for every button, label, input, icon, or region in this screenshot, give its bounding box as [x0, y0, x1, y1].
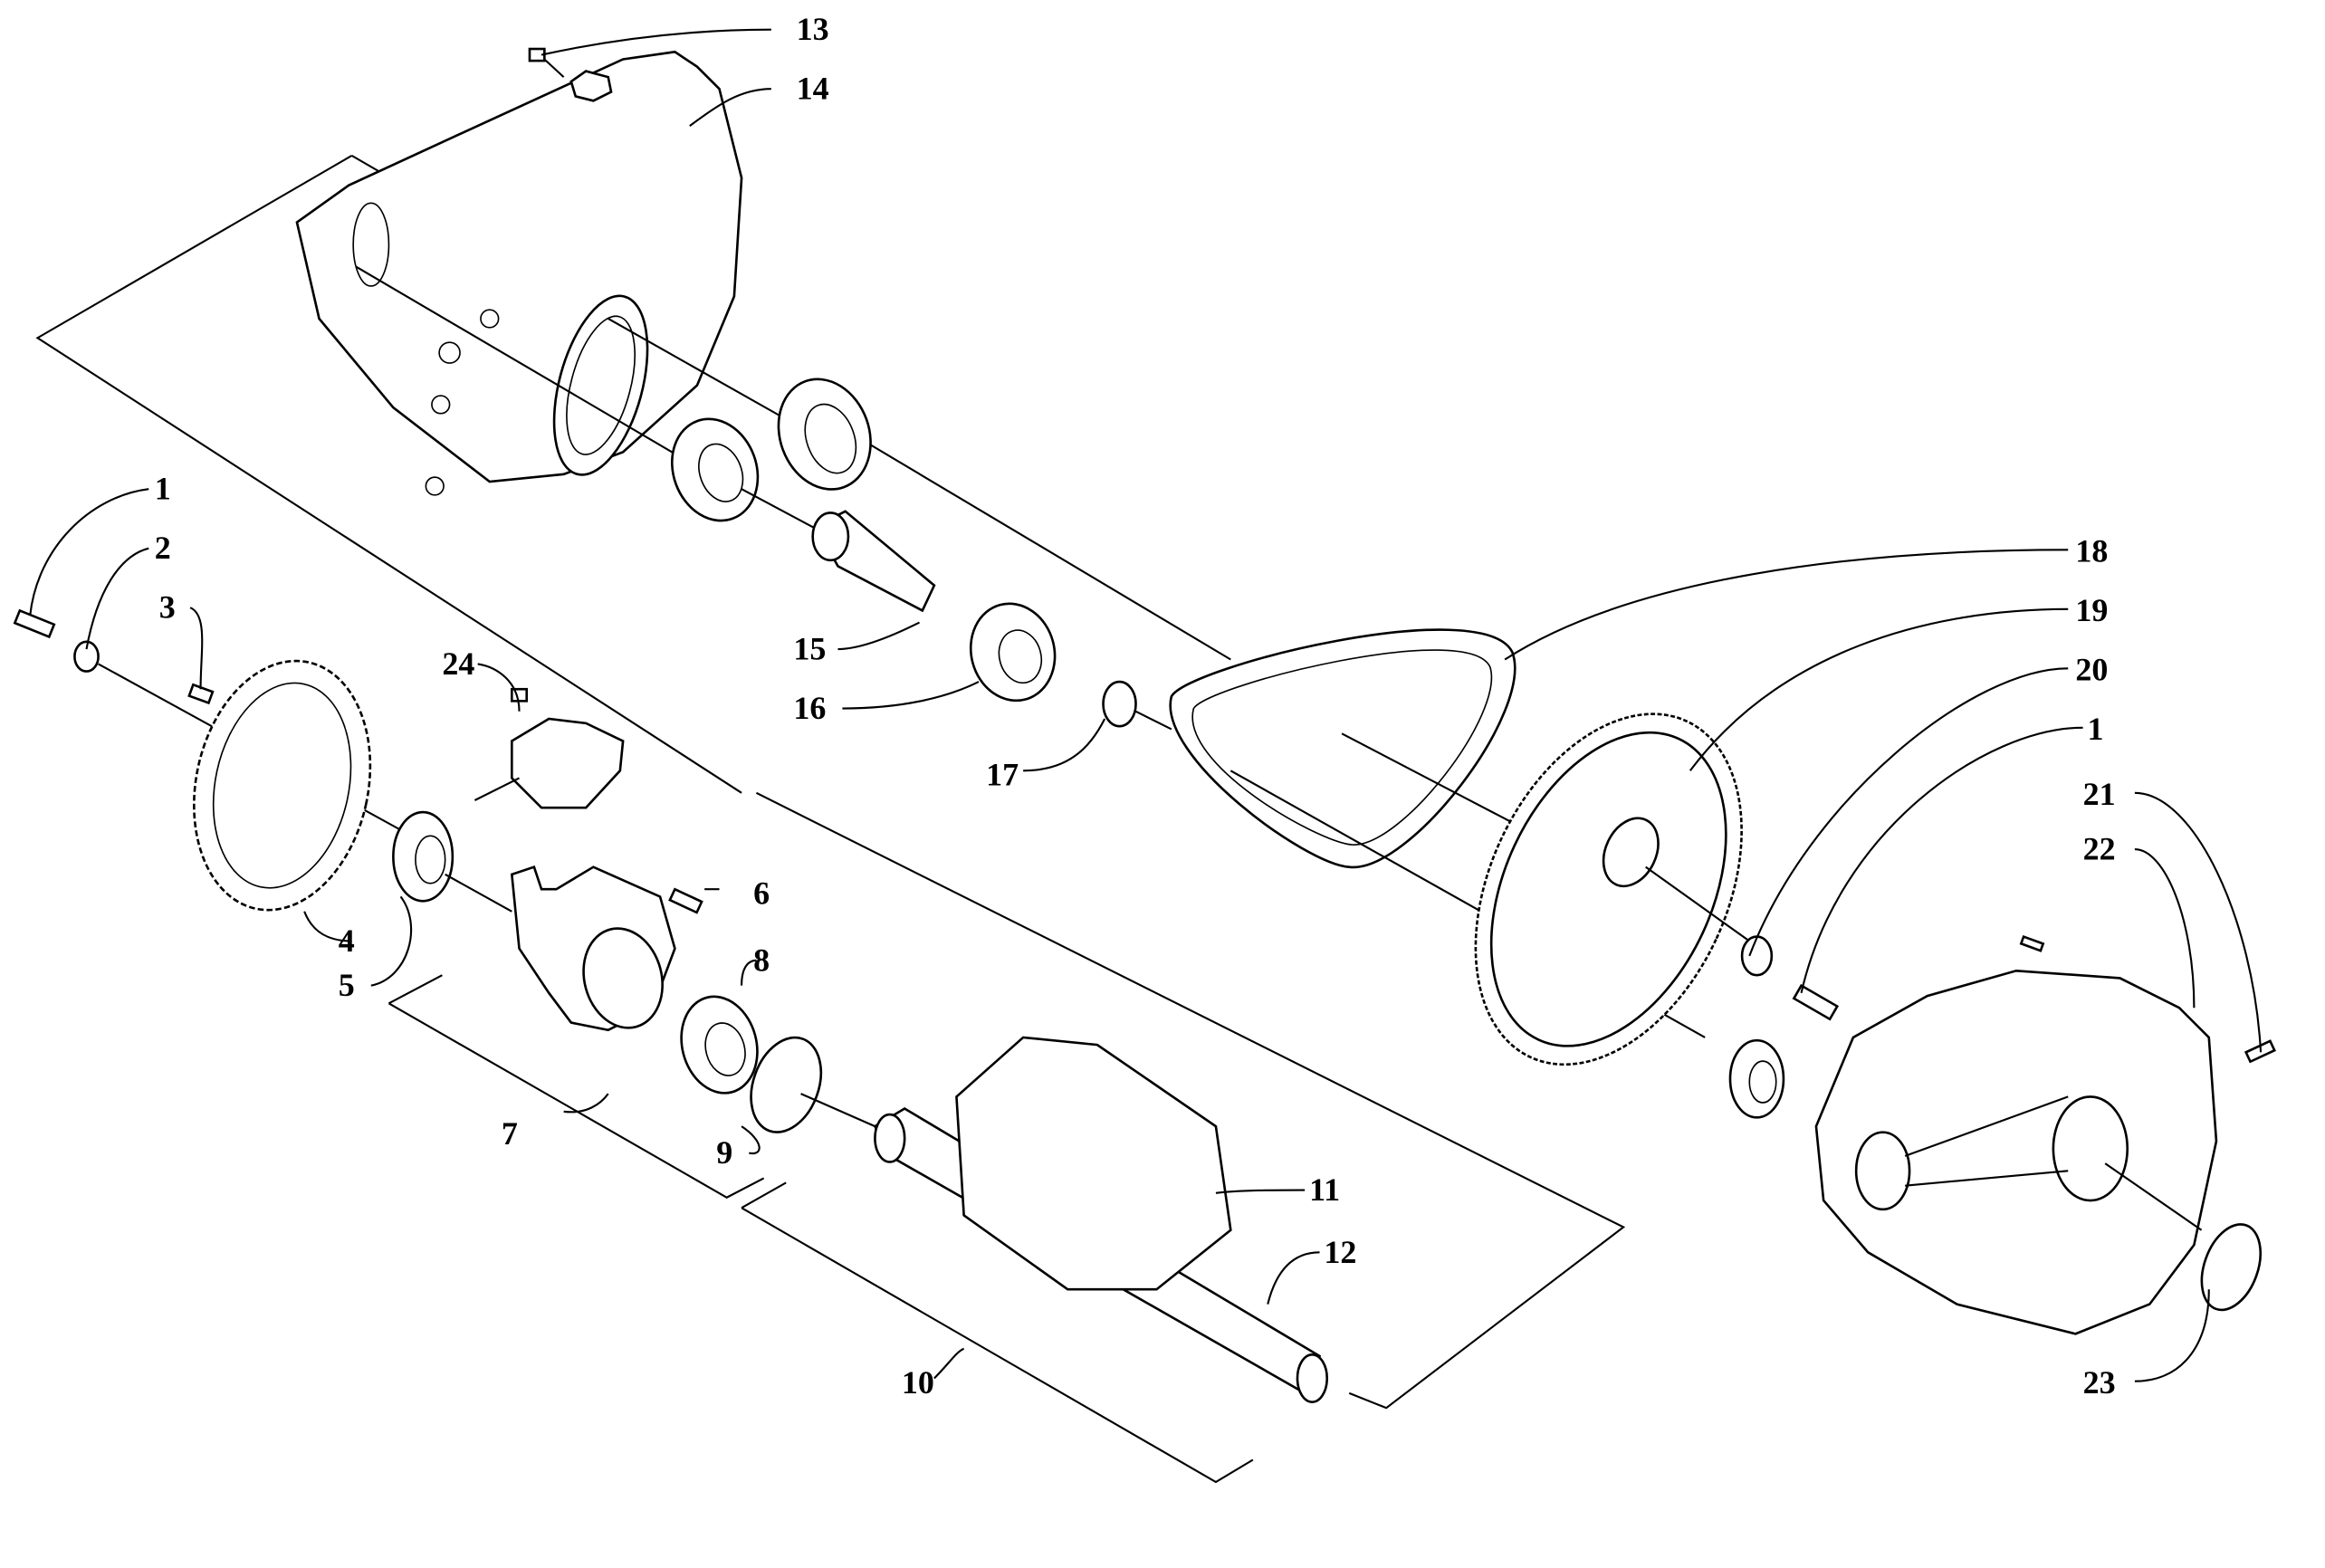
- callout-9: 9: [716, 1134, 732, 1171]
- bearing-housing-7: [510, 865, 703, 1032]
- callout-labels: 13 14 1 2 3 24 4 5 6 8 7 9 10 11 12 15 1…: [155, 11, 2116, 1401]
- small-bracket: [569, 70, 613, 102]
- callout-18: 18: [2075, 532, 2108, 569]
- bolt-1-left: [13, 608, 56, 639]
- gear-19: [1474, 712, 1750, 1066]
- leader-lines: [29, 28, 2263, 1382]
- callout-22: 22: [2083, 830, 2116, 866]
- bolt-1-right: [1792, 983, 1840, 1021]
- callout-1-left: 1: [155, 471, 171, 507]
- case-cover-top: [295, 47, 743, 496]
- sprocket-16: [969, 602, 1057, 703]
- callout-3: 3: [159, 589, 176, 626]
- callout-5: 5: [339, 967, 355, 1003]
- ring-9: [750, 1036, 823, 1133]
- callout-13: 13: [797, 11, 829, 47]
- callout-15: 15: [793, 630, 826, 666]
- callout-11: 11: [1309, 1171, 1340, 1208]
- callout-24: 24: [442, 645, 474, 682]
- callout-10: 10: [902, 1364, 934, 1401]
- callout-19: 19: [2075, 592, 2108, 628]
- callout-23: 23: [2083, 1364, 2116, 1401]
- hub-5: [392, 810, 454, 903]
- bolt-6: [668, 887, 703, 914]
- callout-17: 17: [986, 757, 1019, 793]
- ring-17: [1102, 680, 1137, 728]
- bearings-top: [355, 265, 872, 538]
- callout-21: 21: [2083, 776, 2116, 812]
- shaft-15: [811, 510, 936, 613]
- brake-assembly: [13, 608, 512, 913]
- assembly-bracket-lines: [35, 154, 1626, 1484]
- cap-23: [2200, 1223, 2263, 1312]
- drive-shaft-10: [873, 1036, 1329, 1403]
- drive-sprocket-11: [955, 1036, 1232, 1291]
- screw-3: [187, 683, 215, 705]
- callout-4: 4: [339, 923, 355, 959]
- callout-7: 7: [502, 1115, 518, 1152]
- callout-2: 2: [155, 530, 171, 566]
- caliper-24: [474, 687, 625, 809]
- callout-14: 14: [797, 71, 829, 107]
- callout-12: 12: [1324, 1234, 1356, 1270]
- washer-20: [1740, 935, 1774, 977]
- washer-2: [73, 640, 100, 673]
- callout-20: 20: [2075, 651, 2108, 687]
- callout-16: 16: [793, 690, 826, 726]
- brake-disc-4: [193, 659, 372, 912]
- callout-6: 6: [753, 875, 770, 912]
- bearing-8: [680, 995, 759, 1095]
- callout-1-right: 1: [2088, 711, 2104, 747]
- callout-8: 8: [753, 942, 770, 978]
